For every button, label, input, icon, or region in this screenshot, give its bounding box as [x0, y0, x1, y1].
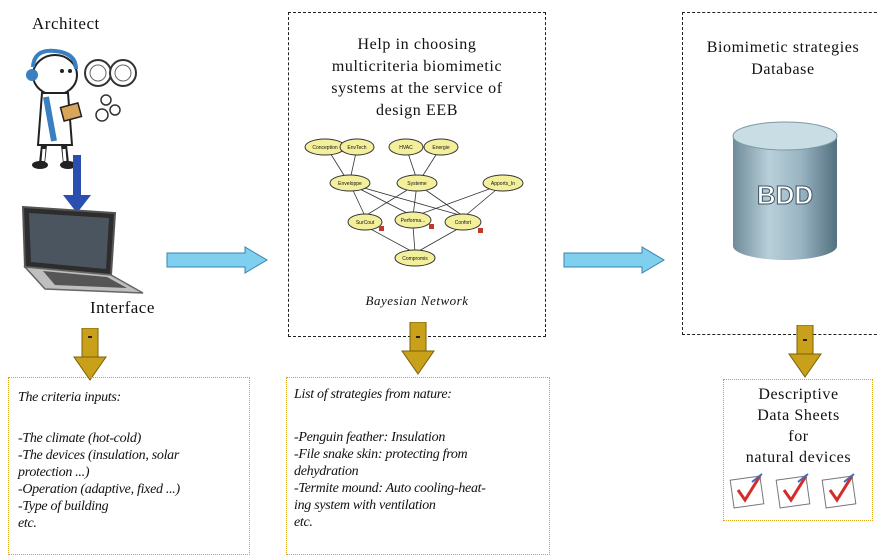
node-enveloppe: Enveloppe [338, 181, 362, 187]
decision-support-title: Help in choosing multicriteria biomimeti… [292, 34, 542, 122]
node-surcout: SurCout [356, 220, 375, 226]
node-compromis: Compromis [402, 256, 428, 262]
database-label: BDD [757, 180, 813, 210]
criteria-item: -Type of building [18, 499, 109, 514]
criteria-item: protection ...) [18, 465, 90, 480]
network-down-arrow [401, 322, 435, 375]
title-line: multicriteria biomimetic [331, 58, 503, 75]
strategy-item: ing system with ventilation [294, 498, 436, 513]
node-performance: Performa... [401, 218, 426, 224]
datasheets-line: Descriptive [758, 386, 839, 403]
criteria-item: etc. [18, 516, 37, 531]
node-systeme: Systeme [407, 181, 427, 187]
node-energie: Energie [432, 145, 449, 151]
datasheets-line: Data Sheets [757, 407, 840, 424]
bayesian-network: Conception EnvTech HVAC Energie Envelopp… [304, 138, 524, 267]
criteria-item: -The climate (hot-cold) [18, 431, 141, 446]
criteria-item: -The devices (insulation, solar [18, 448, 180, 463]
database-down-arrow [788, 325, 822, 378]
datasheets-line: natural devices [745, 449, 852, 466]
criteria-item: -Operation (adaptive, fixed ...) [18, 482, 180, 497]
checklist-icon [729, 473, 765, 509]
strategies-text: List of strategies from nature: -Penguin… [294, 386, 486, 531]
datasheets-text: Descriptive Data Sheets for natural devi… [726, 384, 871, 468]
title-line: Help in choosing [357, 36, 477, 53]
database-cylinder-icon: BDD [732, 121, 838, 260]
checklist-icon [821, 473, 857, 509]
architect-figure [26, 48, 137, 169]
node-conception: Conception [312, 145, 338, 151]
strategy-item: dehydration [294, 464, 359, 479]
strategies-title: List of strategies from nature: [294, 387, 452, 402]
database-box [682, 12, 878, 335]
architect-to-interface-arrow [63, 155, 91, 213]
laptop-icon [21, 205, 144, 294]
network-caption: Bayesian Network [365, 293, 469, 308]
title-line: Biomimetic strategies [706, 39, 860, 56]
database-title: Biomimetic strategies Database [688, 37, 878, 81]
title-line: design EEB [376, 102, 458, 119]
interface-to-network-arrow [166, 246, 268, 274]
strategy-item: -Termite mound: Auto cooling-heat- [294, 481, 486, 496]
architect-label: Architect [32, 14, 100, 33]
criteria-inputs-text: The criteria inputs: -The climate (hot-c… [18, 389, 180, 532]
node-apports: Apports_In [491, 181, 515, 187]
datasheets-line: for [788, 428, 809, 445]
interface-label: Interface [90, 298, 155, 317]
interface-down-arrow [73, 328, 107, 381]
title-line: Database [751, 61, 815, 78]
node-hvac: HVAC [399, 145, 413, 151]
datasheet-icons [729, 473, 857, 509]
strategy-item: -Penguin feather: Insulation [294, 430, 446, 445]
checklist-icon [775, 473, 811, 509]
criteria-inputs-title: The criteria inputs: [18, 390, 121, 405]
network-to-database-arrow [563, 246, 665, 274]
strategy-item: -File snake skin: protecting from [294, 447, 468, 462]
strategy-item: etc. [294, 515, 313, 530]
node-envtech: EnvTech [347, 145, 366, 151]
title-line: systems at the service of [331, 80, 503, 97]
node-confort: Confort [455, 220, 472, 226]
datasheets-box [723, 379, 873, 521]
